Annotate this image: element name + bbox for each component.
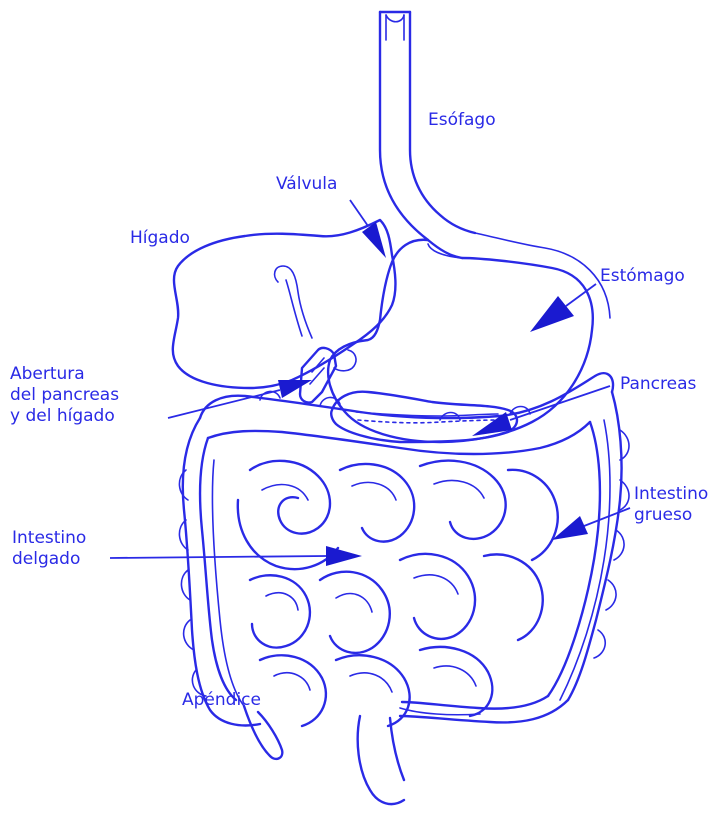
label-intestino-delgado-line-2: delgado	[12, 549, 86, 570]
appendix	[244, 706, 282, 759]
intestino-delgado-leader	[110, 546, 362, 566]
small-intestine	[238, 461, 558, 726]
label-abertura-line-3: y del hígado	[10, 406, 119, 427]
valvula-leader	[350, 200, 386, 258]
label-intestino-delgado-line-1: Intestino	[12, 528, 86, 549]
esophagus	[380, 12, 475, 258]
pancreas-leader	[472, 386, 610, 436]
label-intestino-grueso: Intestino grueso	[634, 484, 708, 526]
label-apendice: Apéndice	[182, 690, 261, 711]
label-intestino-delgado: Intestino delgado	[12, 528, 86, 570]
label-esofago: Esófago	[428, 110, 496, 131]
label-intestino-grueso-line-1: Intestino	[634, 484, 708, 505]
label-pancreas: Pancreas	[620, 374, 696, 395]
estomago-leader	[530, 284, 596, 332]
large-intestine	[179, 373, 629, 804]
label-higado: Hígado	[130, 228, 190, 249]
abertura-leader	[168, 380, 312, 418]
liver	[173, 220, 396, 388]
label-valvula: Válvula	[276, 174, 337, 195]
label-estomago: Estómago	[600, 266, 685, 287]
stomach	[328, 233, 610, 442]
intestino-grueso-leader	[552, 508, 630, 540]
label-intestino-grueso-line-2: grueso	[634, 505, 708, 526]
label-abertura-line-1: Abertura	[10, 364, 119, 385]
label-abertura: Abertura del pancreas y del hígado	[10, 364, 119, 427]
label-abertura-line-2: del pancreas	[10, 385, 119, 406]
